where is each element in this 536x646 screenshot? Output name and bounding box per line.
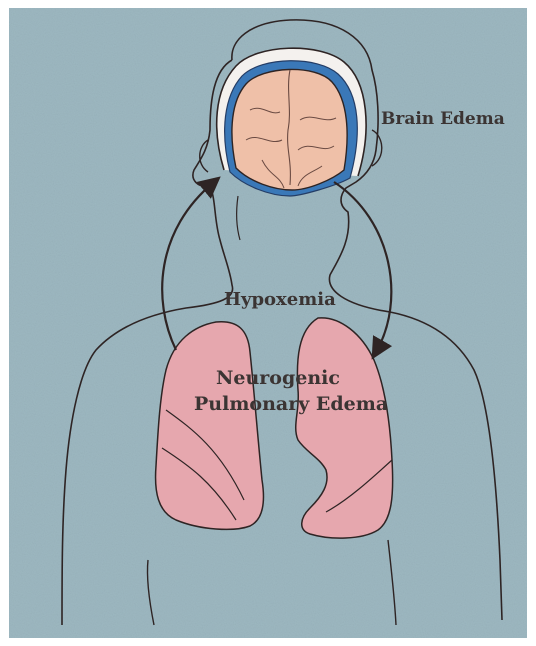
brain: [232, 69, 347, 190]
label-hypoxemia: Hypoxemia: [224, 289, 336, 310]
label-pulmonary-edema: Pulmonary Edema: [194, 393, 388, 415]
label-neurogenic: Neurogenic: [216, 367, 340, 389]
label-brain-edema: Brain Edema: [381, 109, 505, 129]
